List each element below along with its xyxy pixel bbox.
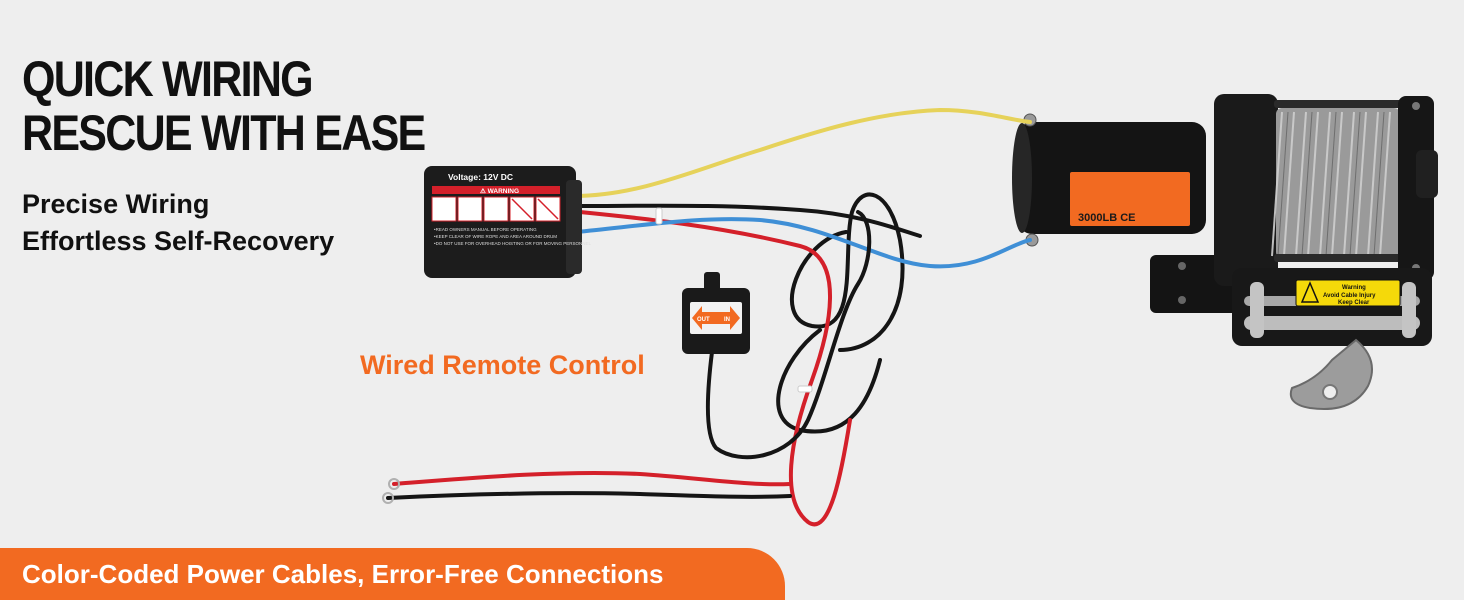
ring-terminal (388, 478, 400, 490)
wired-remote-callout: Wired Remote Control (360, 350, 645, 380)
control-box-side (566, 180, 582, 274)
bottom-banner: Color-Coded Power Cables, Error-Free Con… (0, 548, 785, 600)
wire-rope-shading (1277, 111, 1385, 257)
headline-line-1: QUICK WIRING (22, 51, 314, 107)
subheadline: Precise Wiring Effortless Self-Recovery (22, 186, 334, 260)
motor-endcap (1012, 123, 1032, 233)
wire-rope-strands (1271, 111, 1391, 257)
fairlead-roller (1244, 316, 1420, 330)
wire-yellow (572, 107, 1032, 198)
in-arrow-icon (716, 306, 740, 330)
remote-cord-grommet (704, 272, 720, 292)
headline-line-2: RESCUE WITH EASE (22, 105, 426, 161)
subheadline-line-2: Effortless Self-Recovery (22, 226, 335, 256)
control-box-warning-strip (432, 186, 560, 194)
wire-red (578, 210, 852, 527)
wired-remote: OUT IN (682, 272, 750, 354)
fairlead-warning-triangle (1300, 281, 1320, 303)
control-box: Voltage: 12V DC ⚠ WARNING •READ OWNERS M… (424, 166, 592, 278)
bottom-banner-text: Color-Coded Power Cables, Error-Free Con… (22, 559, 664, 589)
control-box-note: •READ OWNERS MANUAL BEFORE OPERATING (434, 227, 537, 232)
wire-blue (574, 217, 1032, 269)
motor-rating-label (1070, 172, 1190, 226)
fairlead-roller (1402, 282, 1416, 338)
warning-tag-line: Warning (1342, 285, 1366, 291)
warning-pictograms (431, 196, 561, 222)
gearbox-bolt (1412, 102, 1420, 110)
wire-black (574, 203, 922, 238)
control-box-warning: ⚠ WARNING (480, 187, 519, 195)
hook-eye (1322, 384, 1338, 400)
cable-tie (655, 207, 663, 225)
out-arrow-icon (692, 306, 716, 330)
remote-cord (705, 210, 872, 460)
ring-terminal (382, 492, 394, 504)
remote-out-label: OUT (697, 317, 710, 323)
wire-black (790, 192, 905, 352)
subheadline-line-1: Precise Wiring (22, 189, 210, 219)
base-hole (1178, 296, 1186, 304)
clutch-knob (1416, 150, 1438, 198)
control-box-note: •DO NOT USE FOR OVERHEAD HOISTING OR FOR… (434, 241, 592, 246)
motor-rating-text: 3000LB CE (1078, 212, 1135, 224)
wiring-harness (382, 107, 1032, 527)
drum-end-housing (1214, 94, 1278, 286)
remote-in-label: IN (724, 317, 730, 323)
control-box-note: •KEEP CLEAR OF WIRE ROPE AND AREA AROUND… (434, 234, 557, 239)
fairlead-roller (1250, 282, 1264, 338)
winch: 3000LB CE (1012, 94, 1438, 410)
warning-tag-line: Avoid Cable Injury (1323, 293, 1376, 299)
cable-tie (797, 385, 813, 393)
cable-hook (1289, 338, 1373, 410)
base-hole (1178, 262, 1186, 270)
control-box-voltage: Voltage: 12V DC (448, 172, 513, 182)
headline: QUICK WIRING RESCUE WITH EASE (22, 51, 426, 161)
control-box-body (424, 166, 576, 278)
warning-tag-line: Keep Clear (1338, 300, 1370, 306)
power-cable-red (392, 470, 792, 487)
drum-tie-bar (1274, 100, 1408, 108)
drum-tie-bar (1274, 254, 1408, 262)
fairlead-warning-tag (1295, 279, 1401, 307)
power-cable-black (386, 491, 792, 500)
